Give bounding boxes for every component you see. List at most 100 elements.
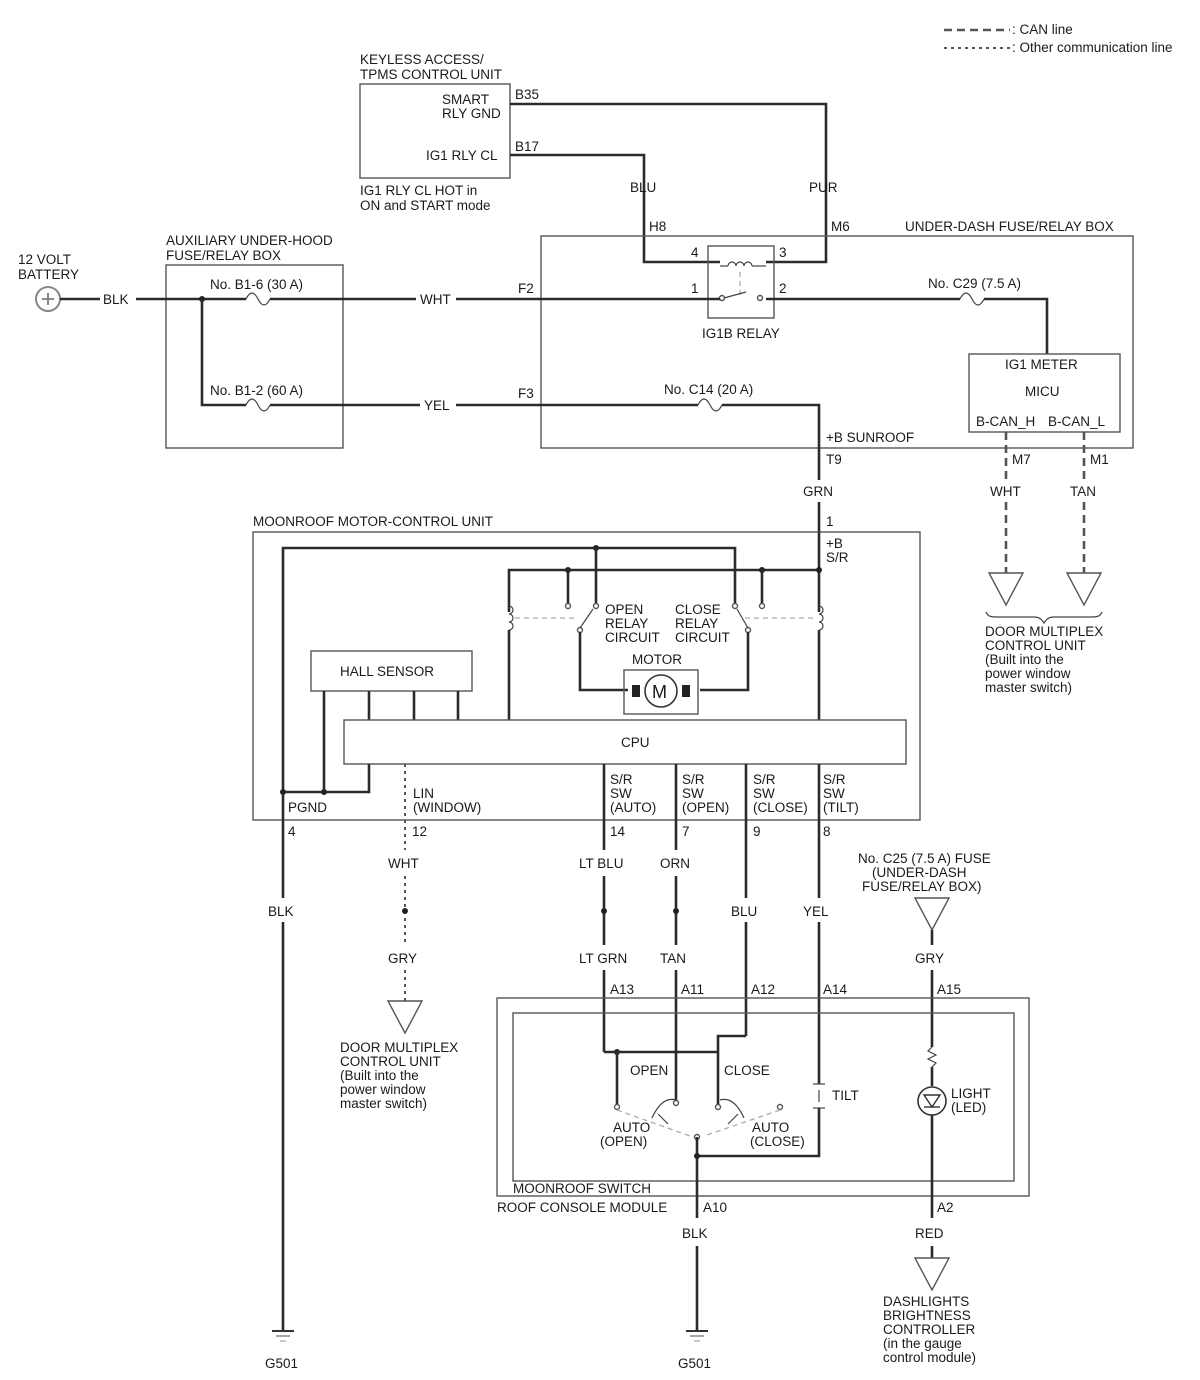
legend-can-label: : CAN line	[1012, 22, 1073, 37]
wire-label-yel-f3: YEL	[424, 398, 450, 413]
auto-open-label-2: (OPEN)	[600, 1134, 647, 1149]
battery-label-1: 12 VOLT	[18, 252, 71, 267]
ground-icon-left	[272, 1330, 294, 1342]
ig1-rly-cl-label: IG1 RLY CL	[426, 148, 498, 163]
pin-f2: F2	[518, 281, 534, 296]
rocker-close	[719, 1098, 745, 1125]
svg-text:master switch): master switch)	[340, 1096, 427, 1111]
fuse-c14	[697, 398, 723, 412]
wire-label-wht-lin: WHT	[388, 856, 419, 871]
pin-m7: M7	[1012, 452, 1031, 467]
close-relay-coil	[818, 605, 824, 631]
tilt-label: TILT	[832, 1088, 859, 1103]
pin-a2: A2	[937, 1200, 954, 1215]
svg-text:(CLOSE): (CLOSE)	[753, 800, 808, 815]
wire-label-red-a2: RED	[915, 1226, 944, 1241]
wire-label-lt-blu: LT BLU	[579, 856, 624, 871]
svg-text:SW: SW	[753, 786, 775, 801]
pin-7: 7	[682, 824, 690, 839]
switch-open-label: OPEN	[630, 1063, 668, 1078]
svg-text:S/R: S/R	[753, 772, 776, 787]
fuse-b16	[245, 292, 271, 306]
wire-label-gry-a15: GRY	[915, 951, 944, 966]
svg-text:BRIGHTNESS: BRIGHTNESS	[883, 1308, 971, 1323]
pin-12: 12	[412, 824, 427, 839]
open-relay-coil	[508, 605, 514, 631]
switch-close-label: CLOSE	[724, 1063, 770, 1078]
relay-pin-3: 3	[779, 245, 787, 260]
b-sr-label-2: S/R	[826, 550, 849, 565]
b-can-h-label: B-CAN_H	[976, 414, 1035, 429]
relay-coil	[727, 261, 753, 267]
wire-label-lt-grn: LT GRN	[579, 951, 627, 966]
svg-text:DOOR MULTIPLEX: DOOR MULTIPLEX	[985, 624, 1103, 639]
svg-text:DASHLIGHTS: DASHLIGHTS	[883, 1294, 969, 1309]
svg-text:DOOR MULTIPLEX: DOOR MULTIPLEX	[340, 1040, 458, 1055]
auto-close-label-2: (CLOSE)	[750, 1134, 805, 1149]
c25-fuse-connector	[913, 897, 951, 932]
wire-label-blu-h8: BLU	[630, 180, 656, 195]
roof-console-module: MOONROOF SWITCH ROOF CONSOLE MODULE OPEN…	[496, 997, 1030, 1215]
svg-text:SW: SW	[682, 786, 704, 801]
ground-icon-right	[686, 1330, 708, 1342]
svg-text:(TILT): (TILT)	[823, 800, 859, 815]
svg-text:power window: power window	[340, 1082, 426, 1097]
fuse-c14-label: No. C14 (20 A)	[664, 382, 753, 397]
pin-4: 4	[288, 824, 296, 839]
pin-8: 8	[823, 824, 831, 839]
svg-text:(OPEN): (OPEN)	[682, 800, 729, 815]
pin-a15: A15	[937, 982, 961, 997]
aux-under-hood-box: AUXILIARY UNDER-HOOD FUSE/RELAY BOX No. …	[165, 233, 344, 449]
auto-close-label-1: AUTO	[752, 1120, 789, 1135]
pin-b17: B17	[515, 139, 539, 154]
wire-label-pur-m6: PUR	[809, 180, 838, 195]
pin-f3: F3	[518, 386, 534, 401]
wire-label-tan: TAN	[660, 951, 686, 966]
svg-text:S/R: S/R	[823, 772, 846, 787]
pin-a10: A10	[703, 1200, 727, 1215]
svg-text:(in the gauge: (in the gauge	[883, 1336, 962, 1351]
legend: : CAN line : Other communication line	[944, 22, 1173, 55]
under-dash-title: UNDER-DASH FUSE/RELAY BOX	[905, 219, 1114, 234]
aux-box-label-1: AUXILIARY UNDER-HOOD	[166, 233, 333, 248]
light-label-1: LIGHT	[951, 1086, 991, 1101]
lin-label-2: (WINDOW)	[413, 800, 481, 815]
micu-unit: IG1 METER MICU B-CAN_H B-CAN_L	[968, 353, 1121, 433]
close-relay-label-3: CIRCUIT	[675, 630, 730, 645]
relay-pin-2: 2	[779, 281, 787, 296]
svg-text:S/R: S/R	[682, 772, 705, 787]
ground-left-label: G501	[265, 1356, 298, 1371]
wire-label-gry-lin: GRY	[388, 951, 417, 966]
pin-a12: A12	[751, 982, 775, 997]
pin-a14: A14	[823, 982, 848, 997]
motor-box	[623, 669, 699, 715]
motor-label: MOTOR	[632, 652, 682, 667]
legend-other-label: : Other communication line	[1012, 40, 1173, 55]
c25-fuse-label: No. C25 (7.5 A) FUSE (UNDER-DASH FUSE/RE…	[858, 851, 991, 894]
wire-label-tan-m1: TAN	[1070, 484, 1096, 499]
wire-label-blk-pgnd: BLK	[268, 904, 294, 919]
fuse-b16-label: No. B1-6 (30 A)	[210, 277, 303, 292]
aux-box-label-2: FUSE/RELAY BOX	[166, 248, 281, 263]
fuse-b12-label: No. B1-2 (60 A)	[210, 383, 303, 398]
smart-label: SMART	[442, 92, 489, 107]
auto-open-label-1: AUTO	[613, 1120, 650, 1135]
pin-m1: M1	[1090, 452, 1109, 467]
battery-label-2: BATTERY	[18, 267, 79, 282]
relay-label: IG1B RELAY	[702, 326, 780, 341]
pin-h8: H8	[649, 219, 666, 234]
svg-text:(UNDER-DASH: (UNDER-DASH	[872, 865, 967, 880]
keyless-note-2: ON and START mode	[360, 198, 491, 213]
b-sunroof-label: +B SUNROOF	[826, 430, 914, 445]
keyless-title-2: TPMS CONTROL UNIT	[360, 67, 502, 82]
svg-text:SW: SW	[610, 786, 632, 801]
svg-text:CONTROL UNIT: CONTROL UNIT	[985, 638, 1086, 653]
wire-label-wht-f2: WHT	[420, 292, 451, 307]
wire-label-blk-a10: BLK	[682, 1226, 708, 1241]
moonroof-motor-control-unit: MOONROOF MOTOR-CONTROL UNIT 1 +B S/R	[252, 514, 921, 822]
wire-label-grn-t9: GRN	[803, 484, 833, 499]
close-relay-label-2: RELAY	[675, 616, 718, 631]
hall-sensor-label: HALL SENSOR	[340, 664, 434, 679]
open-relay-label-2: RELAY	[605, 616, 648, 631]
